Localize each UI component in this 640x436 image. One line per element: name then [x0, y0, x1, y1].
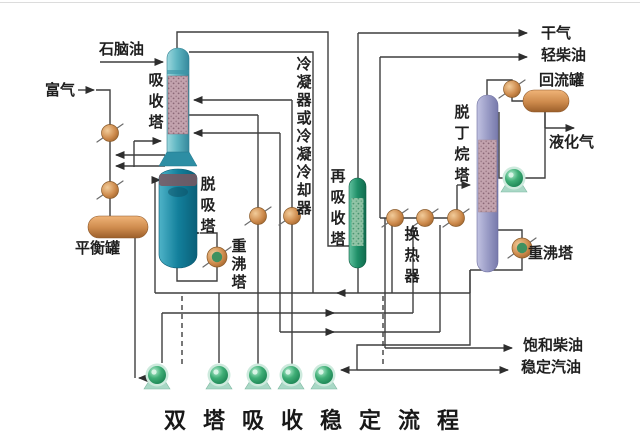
label-reabsorber: 再吸收塔 [328, 168, 345, 252]
pipe-bus-2 [161, 225, 414, 363]
label-light-diesel: 轻柴油 [541, 48, 587, 64]
condenser-valve-2 [278, 206, 306, 226]
absorber-tower [158, 47, 198, 167]
pipe-absorber-overhead [176, 31, 349, 247]
label-saturated-diesel: 饱和柴油 [523, 338, 584, 354]
pump-1 [143, 363, 171, 390]
reboiler-left-exchanger [202, 246, 232, 268]
pipe-reflux [498, 112, 546, 179]
balance-tank [87, 215, 149, 239]
label-condenser: 冷凝器或冷凝冷却器 [294, 56, 311, 218]
label-lpg: 液化气 [549, 135, 595, 151]
label-reflux-tank: 回流罐 [539, 73, 585, 89]
label-balance-tank: 平衡罐 [75, 241, 121, 257]
condenser-valve-1 [244, 206, 272, 226]
label-absorber: 吸收塔 [146, 72, 163, 135]
label-dry-gas: 干气 [541, 26, 572, 42]
reflux-tank [522, 89, 570, 113]
pump-3 [244, 363, 272, 390]
desorber-tower [158, 168, 198, 269]
exchanger-valve-3 [442, 208, 470, 228]
pipe-debut-overhead [486, 79, 523, 102]
overhead-valve [498, 79, 526, 99]
debutanizer-tower [476, 94, 499, 273]
pipe-richgas-drop [96, 89, 111, 216]
pipe-stabgas-loop [356, 270, 471, 370]
label-naphtha: 石脑油 [99, 42, 145, 58]
pump-5 [310, 363, 338, 390]
reflux-pump [500, 166, 528, 193]
label-heat-exchanger: 换热器 [402, 226, 419, 289]
pump-group [143, 166, 528, 390]
pipe-draw-1 [189, 114, 259, 364]
flow-arrows [78, 29, 575, 382]
exchanger-valve-1 [381, 208, 409, 228]
pump-4 [277, 363, 305, 390]
pipe-desorber-reboiler [176, 232, 218, 282]
label-reboiler-right: 重沸塔 [528, 246, 574, 262]
exchanger-valve-2 [411, 208, 439, 228]
label-rich-gas: 富气 [45, 83, 76, 99]
label-desorber: 脱吸塔 [198, 176, 215, 239]
desorber-top-band [159, 174, 197, 186]
reboiler-right-exchanger [507, 237, 537, 259]
diagram-title: 双塔吸收稳定流程 [163, 408, 476, 433]
valve-cooler-group [96, 79, 537, 268]
absorber-skirt [158, 151, 198, 167]
cooler-valve-1 [96, 123, 124, 143]
label-debutanizer: 脱丁烷塔 [452, 104, 469, 188]
cooler-valve-2 [96, 180, 124, 200]
top-border-line [0, 2, 640, 3]
label-stabilized-gasoline: 稳定汽油 [521, 360, 582, 376]
pipe-condenser-column [189, 51, 314, 293]
pump-2 [205, 363, 233, 390]
label-reboiler-left: 重沸塔 [229, 238, 246, 292]
reabsorber-tower [348, 177, 367, 269]
pipe-bus-3 [280, 225, 441, 333]
